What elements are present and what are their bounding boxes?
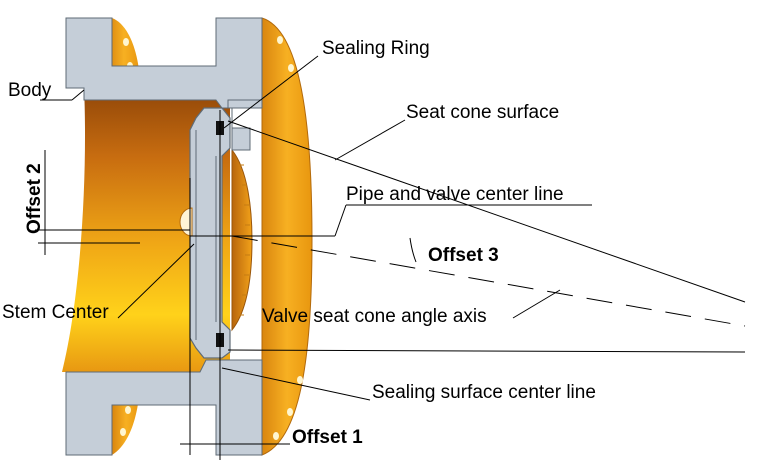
- valve-body-upper: [65, 17, 263, 151]
- stem-center-label: Stem Center: [2, 302, 109, 323]
- offset-2-label: Offset 2: [24, 163, 45, 234]
- seat-recess: [231, 148, 253, 332]
- valve-seat-cone-angle-axis-label: Valve seat cone angle axis: [262, 306, 487, 327]
- bolt-hole-icon: [273, 432, 279, 440]
- valve-body-lower: [65, 359, 263, 456]
- offset-1-label: Offset 1: [292, 427, 363, 448]
- seat-cone-surface-label: Seat cone surface: [406, 102, 559, 123]
- pipe-valve-center-line-label: Pipe and valve center line: [346, 184, 564, 205]
- sealing-surface-center-line-label: Sealing surface center line: [372, 382, 596, 403]
- bolt-hole-icon: [297, 376, 303, 384]
- bolt-hole-icon: [277, 36, 283, 44]
- sealing-ring-label: Sealing Ring: [322, 38, 430, 59]
- seat-ribs: [240, 164, 250, 316]
- bolt-hole-icon: [288, 64, 294, 72]
- valve-bore: [62, 86, 230, 372]
- bolt-hole-icon: [287, 408, 293, 416]
- body-label: Body: [8, 80, 52, 101]
- offset-3-label: Offset 3: [428, 245, 499, 266]
- construction-lines: [35, 55, 746, 460]
